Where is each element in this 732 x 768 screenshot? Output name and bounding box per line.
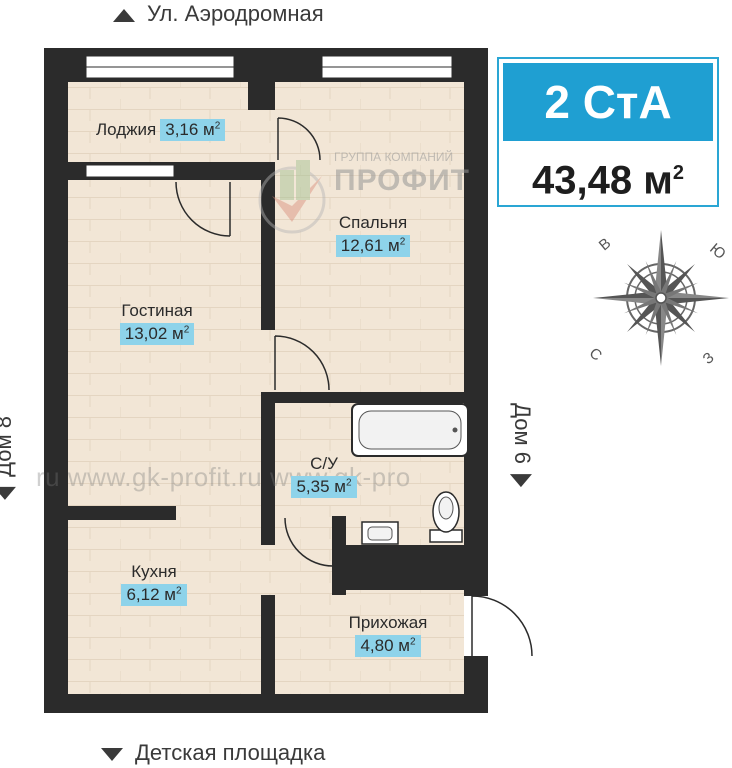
window-living [85,164,175,178]
top-passage-floor [248,110,278,162]
room-kitchen: Кухня 6,12 м2 [102,562,206,606]
wall-kitchen-right [261,605,275,694]
wall-bottom-left [44,694,346,713]
arrow-up-icon [113,8,135,22]
apartment-type: 2 СтА [503,63,713,141]
room-name: С/У [310,454,338,473]
room-area-badge: 5,35 м2 [291,476,357,498]
brand-logo-icon [258,160,326,234]
door-swings [175,117,533,657]
toilet [429,491,463,543]
bathtub [351,403,469,457]
street-top: Ул. Аэродромная [113,1,324,27]
room-name: Лоджия [96,120,157,139]
wall-center-top [248,48,275,110]
sink [361,521,399,545]
wall-bath-top [261,392,464,403]
room-living: Гостиная 13,02 м2 [106,301,208,345]
room-area-badge: 4,80 м2 [355,635,421,657]
room-area-badge: 12,61 м2 [335,235,411,257]
room-bedroom: Спальня 12,61 м2 [328,213,418,257]
room-area-badge: 3,16 м2 [160,119,226,141]
apartment-type-badge: 2 СтА 43,48 м2 [497,57,719,207]
room-area-badge: 6,12 м2 [121,584,187,606]
wall-bath-bottom [346,545,464,590]
corridor-floor [261,330,275,392]
room-name: Спальня [338,213,408,232]
room-area-badge: 13,02 м2 [119,323,195,345]
wall-center-vertical [261,162,275,330]
kitchen-link-floor [176,506,261,520]
compass-rose-icon [593,230,729,366]
total-area: 43,48 м2 [532,158,684,203]
wall-entrance-gap [464,596,488,656]
room-name: Кухня [131,562,177,581]
brand-group-text: ГРУППА КОМПАНИЙ [334,150,454,164]
arrow-down-icon [101,747,123,761]
street-bottom: Детская площадка [101,740,325,766]
room-name: Прихожая [348,613,428,632]
room-name: Гостиная [121,301,193,320]
hall-left-floor [261,545,346,595]
mid-floor [68,392,261,506]
room-hallway: Прихожая 4,80 м2 [340,613,436,657]
wall-bath-divider [332,516,346,595]
kitchen-floor [68,520,261,704]
wall-bath-left [261,392,275,518]
room-bathroom: С/У 5,35 м2 [284,454,364,498]
wall-kitchen-top [68,506,176,520]
brand-name-text: ПРОФИТ [334,164,471,197]
